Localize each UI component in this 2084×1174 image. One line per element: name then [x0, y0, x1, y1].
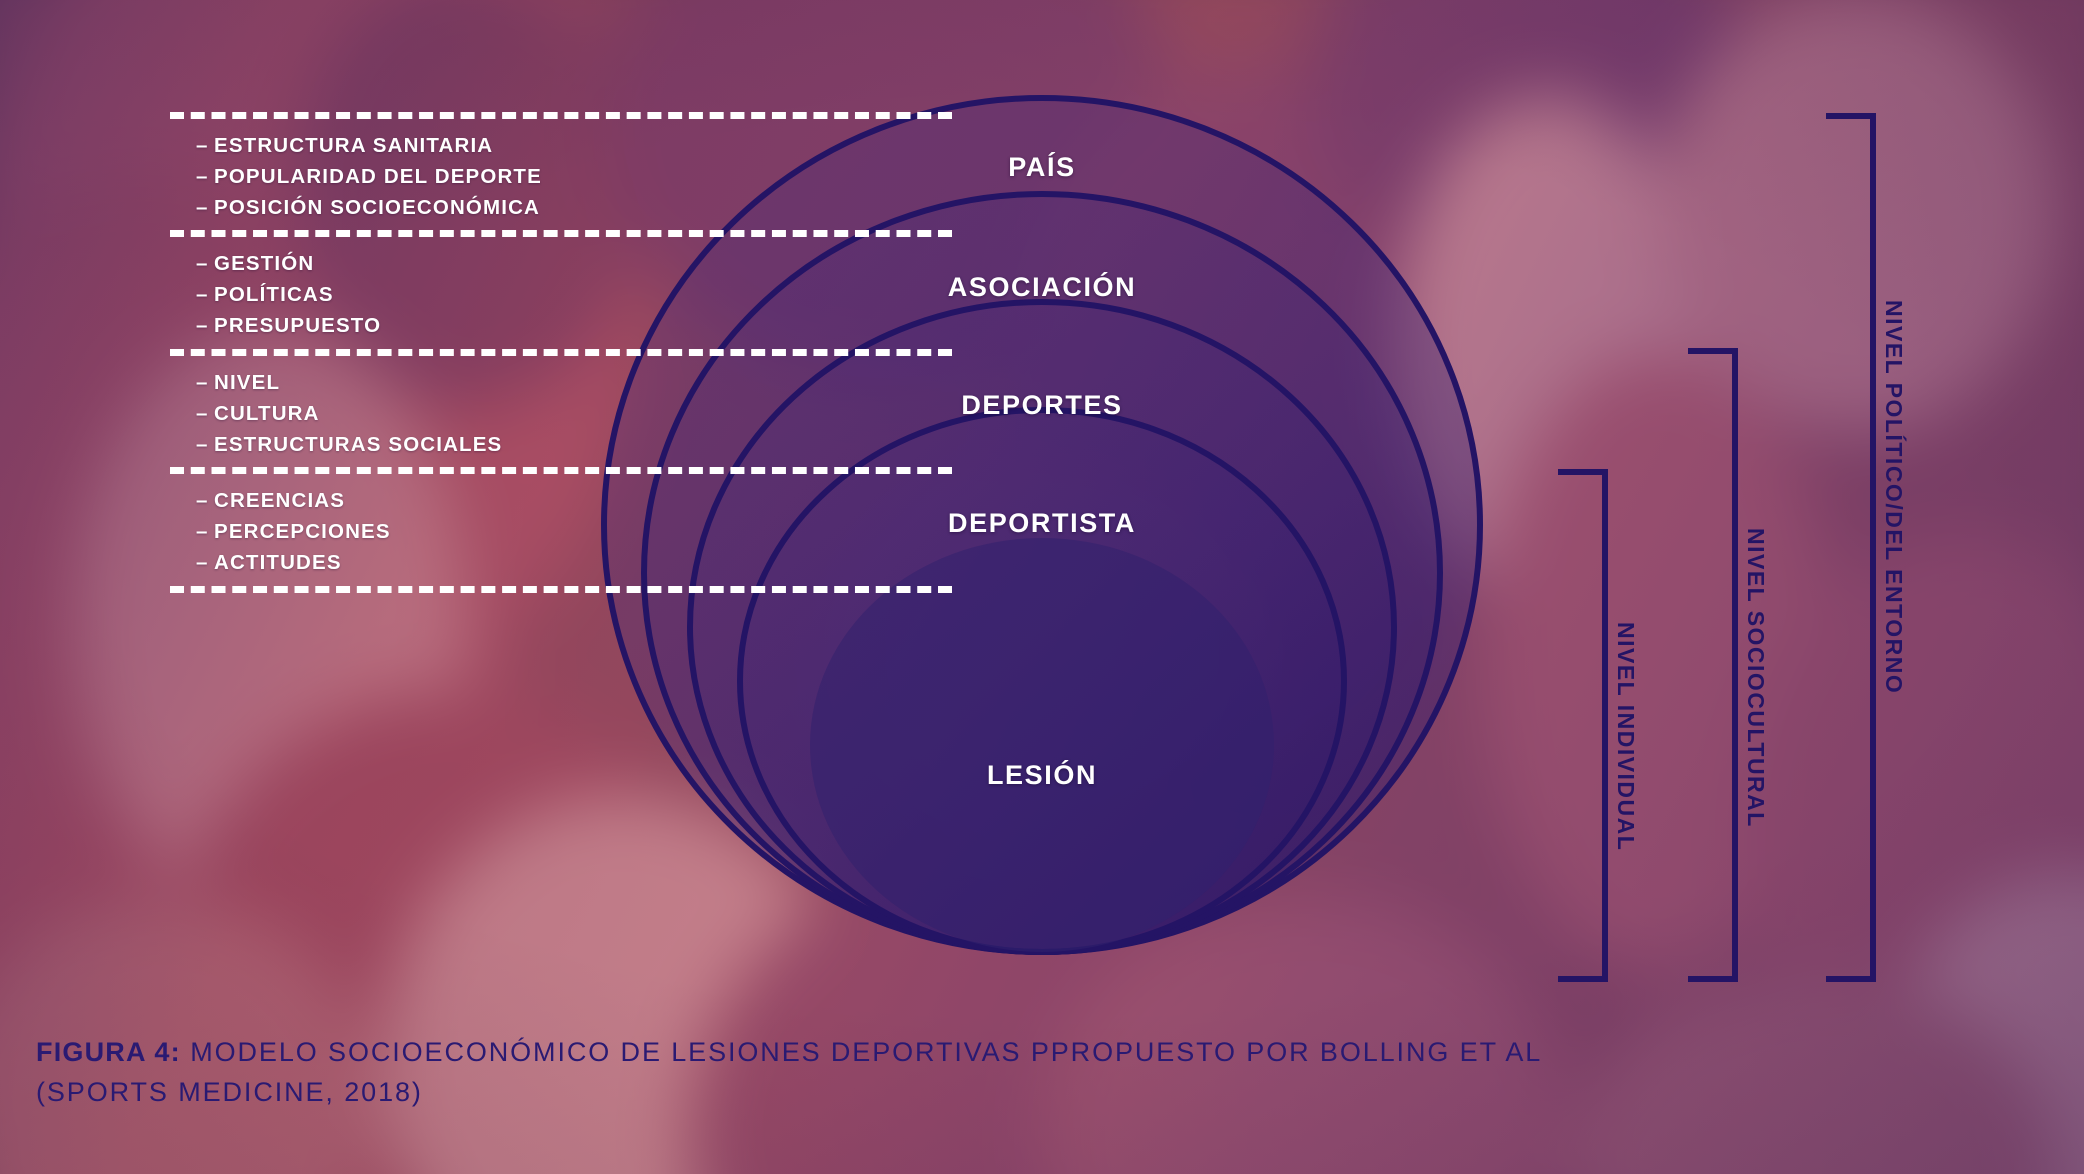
caption-line-1: FIGURA 4: MODELO SOCIOECONÓMICO DE LESIO…	[36, 1032, 1996, 1072]
bracket-label-nivel-sociocultural: NIVEL SOCIOCULTURAL	[1743, 528, 1769, 828]
factor-label: PRESUPUESTO	[214, 314, 382, 337]
factor-label: CREENCIAS	[214, 489, 346, 512]
factor-item: –CULTURA	[196, 398, 502, 429]
bracket-top-cap	[1688, 348, 1738, 354]
factor-item: –ESTRUCTURA SANITARIA	[196, 130, 542, 161]
factor-group-deportista: –CREENCIAS –PERCEPCIONES –ACTITUDES	[196, 485, 391, 578]
divider-line-4	[170, 467, 952, 474]
bullet-dash-icon: –	[196, 433, 209, 456]
factor-label: GESTIÓN	[214, 252, 315, 275]
divider-line-2	[170, 230, 952, 237]
bracket-label-nivel-politico: NIVEL POLÍTICO/DEL ENTORNO	[1881, 300, 1907, 695]
bullet-dash-icon: –	[196, 196, 209, 219]
factor-item: –CREENCIAS	[196, 485, 391, 516]
bracket-vertical-line	[1870, 113, 1876, 982]
factor-label: POSICIÓN SOCIOECONÓMICA	[214, 196, 541, 219]
bullet-dash-icon: –	[196, 402, 209, 425]
divider-line-3	[170, 349, 952, 356]
bracket-bottom-cap	[1826, 976, 1876, 982]
factor-label: CULTURA	[214, 402, 320, 425]
factor-label: ESTRUCTURA SANITARIA	[214, 134, 494, 157]
factor-item: –POSICIÓN SOCIOECONÓMICA	[196, 192, 542, 223]
caption-line-2: (SPORTS MEDICINE, 2018)	[36, 1077, 423, 1107]
bracket-nivel-politico	[1826, 113, 1876, 982]
bullet-dash-icon: –	[196, 165, 209, 188]
factor-group-deportes: –NIVEL –CULTURA –ESTRUCTURAS SOCIALES	[196, 367, 502, 460]
bracket-vertical-line	[1732, 348, 1738, 982]
factor-label: ACTITUDES	[214, 551, 342, 574]
factor-label: ESTRUCTURAS SOCIALES	[214, 433, 503, 456]
bullet-dash-icon: –	[196, 252, 209, 275]
factor-label: POPULARIDAD DEL DEPORTE	[214, 165, 542, 188]
ring-label-deportista: DEPORTISTA	[947, 508, 1137, 538]
bracket-top-cap	[1558, 469, 1608, 475]
factor-item: –POLÍTICAS	[196, 279, 381, 310]
ring-label-lesion: LESIÓN	[986, 760, 1098, 790]
caption-figure-number: FIGURA 4:	[36, 1037, 181, 1067]
ring-lesion	[810, 538, 1274, 952]
bullet-dash-icon: –	[196, 551, 209, 574]
bracket-bottom-cap	[1688, 976, 1738, 982]
caption-text-1: MODELO SOCIOECONÓMICO DE LESIONES DEPORT…	[180, 1037, 1543, 1067]
divider-line-5	[170, 586, 952, 593]
bracket-vertical-line	[1602, 469, 1608, 982]
factor-group-pais: –ESTRUCTURA SANITARIA –POPULARIDAD DEL D…	[196, 130, 542, 223]
factor-item: –GESTIÓN	[196, 248, 381, 279]
bracket-nivel-sociocultural	[1688, 348, 1738, 982]
bracket-bottom-cap	[1558, 976, 1608, 982]
factor-item: –POPULARIDAD DEL DEPORTE	[196, 161, 542, 192]
factor-item: –ACTITUDES	[196, 547, 391, 578]
factor-label: PERCEPCIONES	[214, 520, 391, 543]
figure-caption: FIGURA 4: MODELO SOCIOECONÓMICO DE LESIO…	[36, 1032, 1996, 1112]
factor-item: –ESTRUCTURAS SOCIALES	[196, 429, 502, 460]
bracket-top-cap	[1826, 113, 1876, 119]
bullet-dash-icon: –	[196, 520, 209, 543]
ring-label-deportes: DEPORTES	[961, 390, 1123, 420]
factor-list-panel: –ESTRUCTURA SANITARIA –POPULARIDAD DEL D…	[0, 0, 1000, 620]
bullet-dash-icon: –	[196, 134, 209, 157]
bullet-dash-icon: –	[196, 371, 209, 394]
factor-item: –PRESUPUESTO	[196, 310, 381, 341]
bullet-dash-icon: –	[196, 489, 209, 512]
factor-label: POLÍTICAS	[214, 283, 334, 306]
bullet-dash-icon: –	[196, 314, 209, 337]
bracket-nivel-individual	[1558, 469, 1608, 982]
ring-label-asociacion: ASOCIACIÓN	[947, 272, 1137, 302]
bracket-label-nivel-individual: NIVEL INDIVIDUAL	[1613, 622, 1639, 852]
factor-label: NIVEL	[214, 371, 281, 394]
factor-item: –NIVEL	[196, 367, 502, 398]
factor-group-asociacion: –GESTIÓN –POLÍTICAS –PRESUPUESTO	[196, 248, 381, 341]
ring-label-pais: PAÍS	[1008, 152, 1076, 182]
divider-line-1	[170, 112, 952, 119]
factor-item: –PERCEPCIONES	[196, 516, 391, 547]
bullet-dash-icon: –	[196, 283, 209, 306]
